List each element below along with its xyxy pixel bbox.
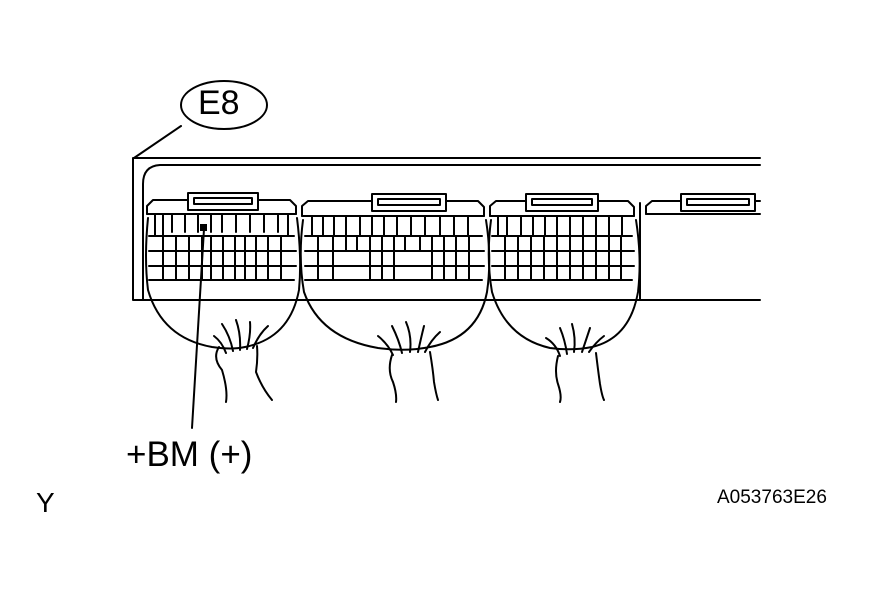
connector-b <box>299 193 491 403</box>
connector-id-callout <box>180 80 268 130</box>
figure-code: A053763E26 <box>717 487 827 508</box>
pin-leader <box>191 228 205 429</box>
ecu-housing <box>132 157 761 301</box>
connector-a <box>145 192 302 403</box>
connector-d <box>645 193 761 215</box>
view-letter: Y <box>36 487 55 518</box>
connector-c <box>487 193 641 403</box>
connector-id-label: E8 <box>198 84 240 122</box>
pin-label-bm: +BM (+) <box>126 435 253 474</box>
pin-marker <box>200 224 207 231</box>
callout-leader <box>133 125 182 159</box>
